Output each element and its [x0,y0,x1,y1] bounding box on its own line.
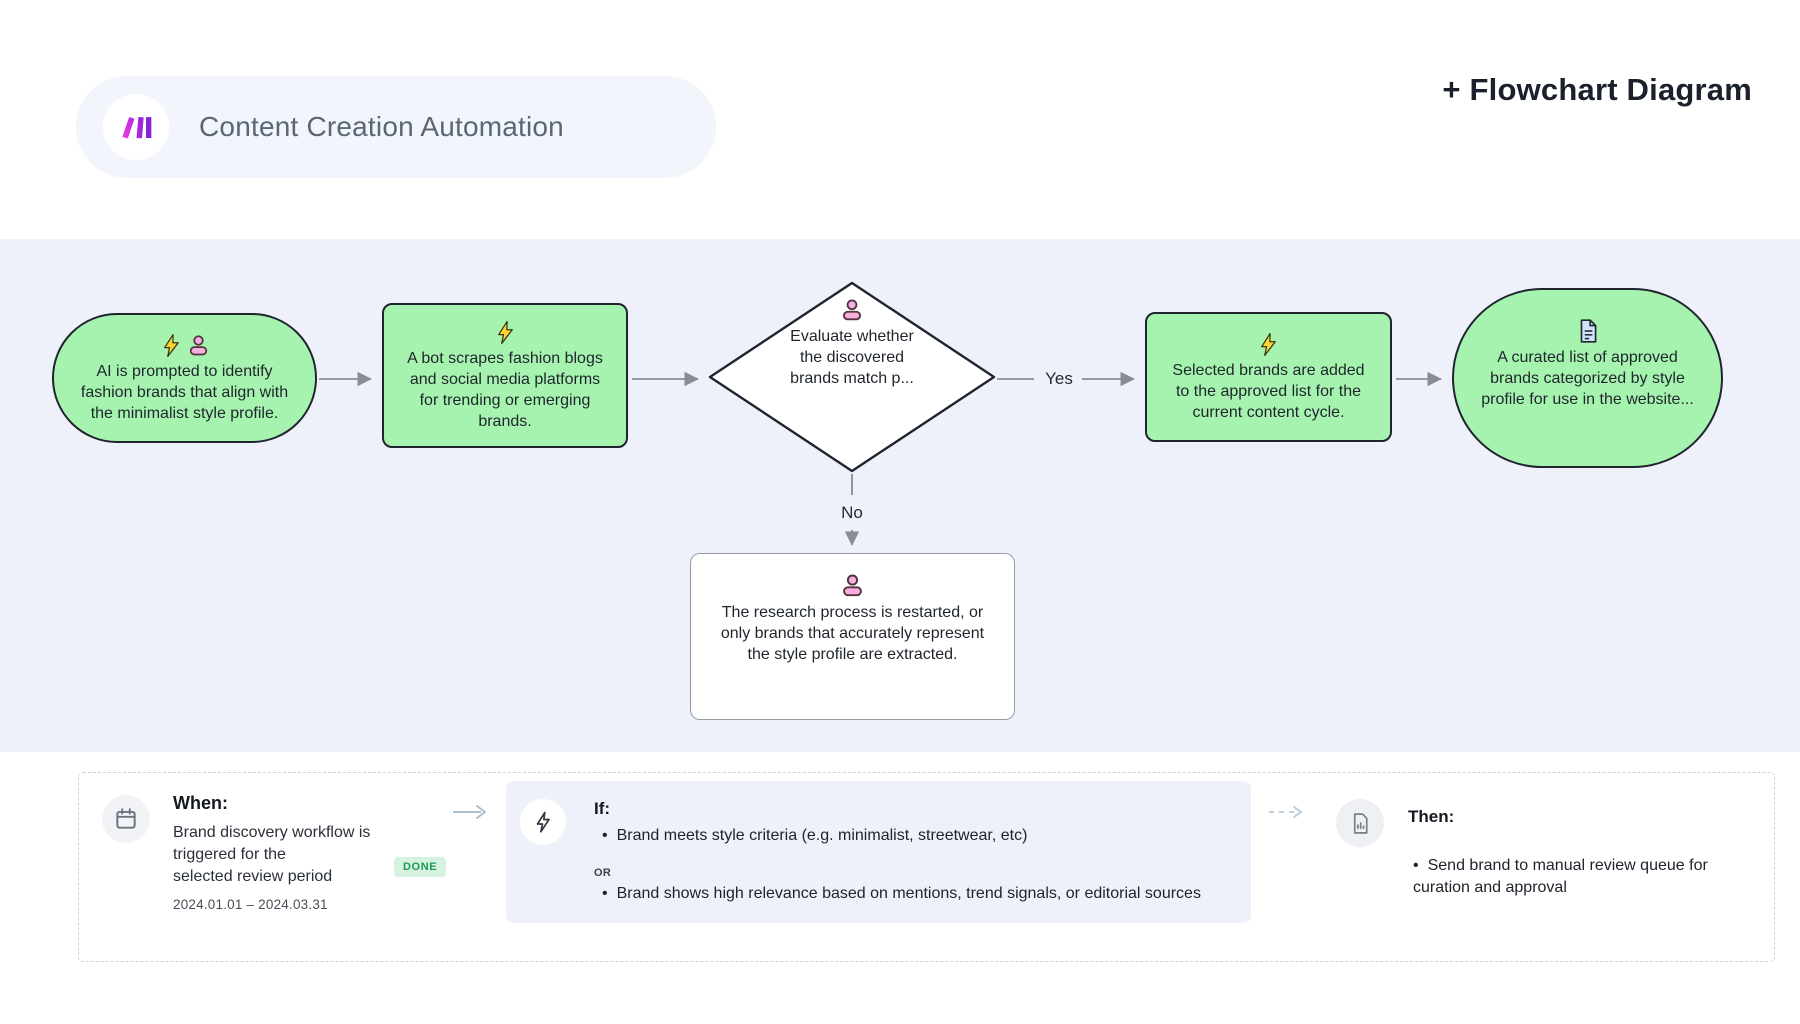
node-icons [839,572,866,599]
flow-node-evaluate-shape[interactable] [708,281,996,473]
flow-node-approve[interactable]: Selected brands are added to the approve… [1145,312,1392,442]
node-text: AI is prompted to identify fashion brand… [80,362,289,422]
edge-label-no: No [841,503,863,522]
node-text: The research process is restarted, or on… [720,604,985,663]
lightning-outline-icon [536,811,550,833]
calendar-icon [116,808,136,829]
when-text: Brand discovery workflow is triggered fo… [173,824,371,885]
rule-panel: When: Brand discovery workflow is trigge… [78,772,1775,962]
node-icons [159,333,211,358]
make-logo [103,94,169,160]
dashed-right-arrow-icon [1269,806,1302,818]
date-range: 2024.01.01 – 2024.03.31 [173,897,328,912]
or-operator: OR [594,867,612,879]
if-label: If: [594,799,611,818]
report-icon [1353,812,1368,834]
lightning-icon [1261,332,1276,356]
status-badge: DONE [394,857,447,877]
flow-node-start[interactable]: AI is prompted to identify fashion brand… [52,313,317,443]
flow-connectors [319,281,1442,546]
node-text: A curated list of approved brands catego… [1481,349,1694,408]
person-icon [842,299,862,321]
if-condition: Brand shows high relevance based on ment… [602,883,1242,905]
flow-node-evaluate[interactable]: Evaluate whether the discovered brands m… [757,297,947,389]
when-label: When: [173,793,228,813]
then-icon-circle [1336,799,1384,847]
node-text: Evaluate whether the discovered brands m… [790,328,914,387]
node-icons [1256,332,1281,357]
node-text: Selected brands are added to the approve… [1172,361,1365,421]
right-arrow-icon [453,805,486,819]
document-icon [1580,319,1596,343]
lightning-icon [163,333,179,357]
person-icon [189,334,207,355]
lightning-icon [497,320,513,344]
node-icons [1575,318,1601,344]
flow-node-scrape[interactable]: A bot scrapes fashion blogs and social m… [382,303,628,448]
then-action: Send brand to manual review queue for cu… [1413,855,1800,899]
person-icon [843,574,862,597]
node-text: A bot scrapes fashion blogs and social m… [407,349,603,430]
if-section[interactable]: If: Brand meets style criteria (e.g. min… [506,781,1251,923]
page-title: + Flowchart Diagram [1442,72,1752,107]
when-section[interactable]: When: Brand discovery workflow is trigge… [173,793,423,888]
when-icon-circle [102,795,150,843]
workflow-title: Content Creation Automation [199,111,564,142]
edge-label-yes: Yes [1045,369,1073,388]
flow-node-restart[interactable]: The research process is restarted, or on… [690,553,1015,720]
if-icon-circle [520,799,566,845]
make-logo-icon [122,117,152,139]
flow-node-output[interactable]: A curated list of approved brands catego… [1452,288,1723,468]
workflow-title-chip[interactable]: Content Creation Automation [76,76,716,178]
if-condition: Brand meets style criteria (e.g. minimal… [602,825,1222,847]
then-label: Then: [1408,807,1455,826]
flowchart-canvas: AI is prompted to identify fashion brand… [0,239,1800,752]
node-icons [493,320,518,345]
